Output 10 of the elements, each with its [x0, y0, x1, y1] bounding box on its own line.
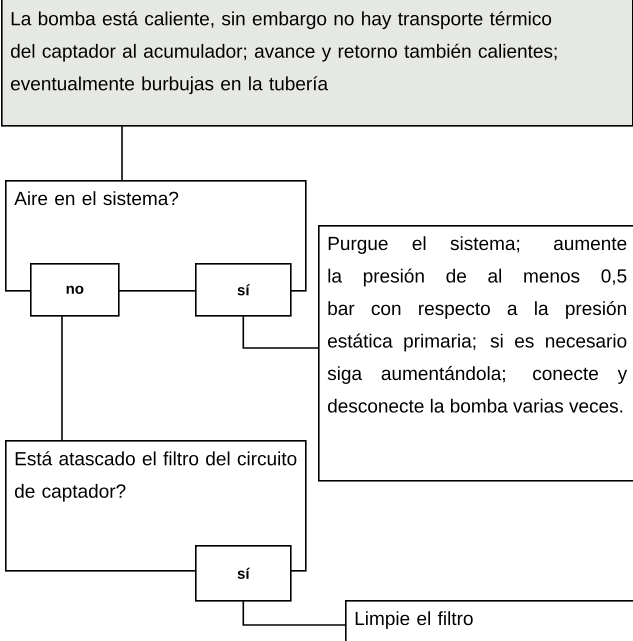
action-box: Limpie el filtro: [345, 600, 633, 641]
answer-button: no: [30, 263, 120, 317]
connector-line: [242, 602, 345, 626]
connector-line: [121, 126, 123, 180]
answer-button: sí: [195, 263, 292, 317]
action-box: Purgue el sistema; aumente la presión de al menos 0,5 bar con respecto a la presión estática primaria; si es necesario siga aumentándola; conecte y desconecte la bomba varias veces.: [318, 225, 633, 482]
connector-line: [61, 316, 63, 440]
problem-box: La bomba está caliente, sin embargo no hay transporte térmico del captador al acumulador; avance y retorno también calientes; eventualmente burbujas en la tubería: [1, 0, 633, 127]
connector-line: [242, 316, 318, 349]
answer-button: sí: [195, 545, 292, 602]
